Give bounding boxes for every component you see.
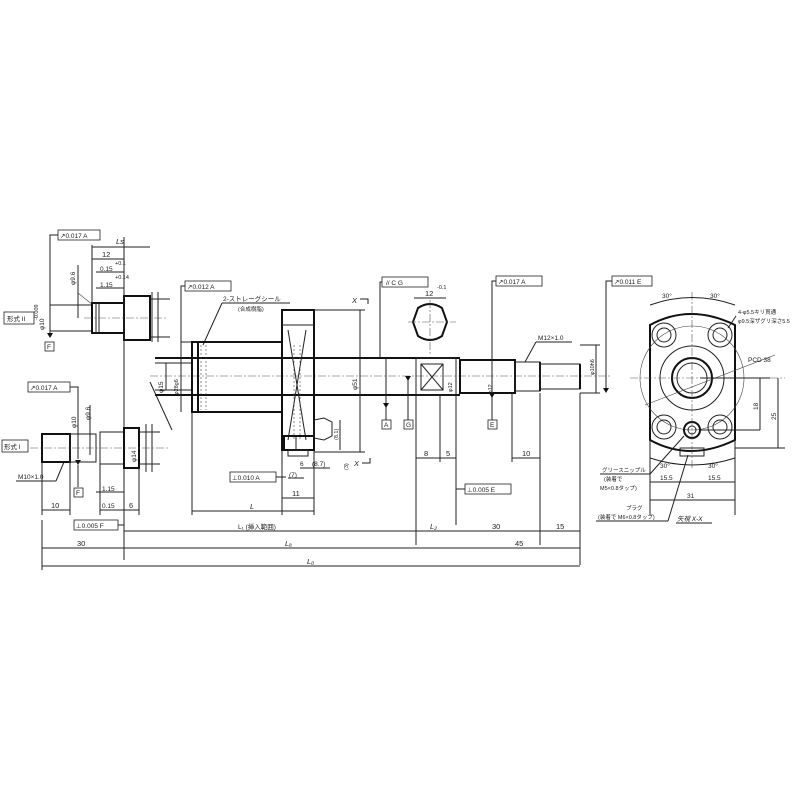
thread-callout-m10: M10×1.0: [18, 474, 44, 481]
holes-note-2: φ9.5深ザグリ深さ5.5: [738, 317, 790, 325]
grease-nipple-note-1: グリースニップル: [602, 466, 646, 474]
svg-text:φ12: φ12: [448, 382, 454, 392]
svg-text:30°: 30°: [660, 462, 670, 470]
svg-text:30: 30: [77, 539, 85, 548]
plug-note-2: (装着で M6×0.8タップ): [598, 513, 655, 521]
svg-text:12: 12: [102, 250, 110, 259]
type-i-shaft-end: 形式 I ↗0.017 A F φ10 φ9.6 φ14 M10×1.0 10: [1, 381, 168, 531]
datum-g: G: [406, 422, 411, 429]
svg-text:1.15: 1.15: [102, 486, 115, 493]
svg-text:(8.1): (8.1): [334, 429, 340, 440]
svg-text:L₂: L₂: [430, 522, 437, 531]
type-ii-shaft-end: 形式 II ↗0.017 A F φ10 -0.009 φ9.6 Ls 12: [3, 229, 170, 560]
svg-text:15.5: 15.5: [660, 475, 673, 482]
svg-text:6: 6: [129, 501, 133, 510]
svg-text:10: 10: [51, 501, 59, 510]
view-x-x-title: 矢視 X-X: [677, 515, 703, 523]
svg-text:30°: 30°: [710, 292, 720, 300]
svg-text:φ9.6: φ9.6: [85, 406, 92, 420]
svg-text:Ls: Ls: [116, 237, 124, 246]
grease-nipple-note-3: M5×0.8タップ): [600, 484, 637, 492]
seal-note-2: (合成樹脂): [238, 305, 264, 313]
svg-text:31: 31: [687, 493, 695, 500]
type-i-label: 形式 I: [4, 442, 21, 451]
datum-e-box: [487, 419, 498, 430]
pcd-label: PCD 38: [748, 357, 771, 364]
svg-text:φ10h6: φ10h6: [590, 359, 596, 375]
holes-note-1: 4-φ5.5キリ貫通: [738, 308, 777, 316]
journal-perp-text: ⊥0.005 E: [467, 487, 496, 494]
plug-note-1: プラグ: [626, 504, 643, 512]
svg-text:45: 45: [515, 539, 523, 548]
svg-text:8: 8: [424, 449, 428, 458]
overall-dimensions: L₁ (挿入範囲) L₂ 30 15 30 Lₐ 45 L₀: [41, 520, 580, 570]
svg-text:φ12: φ12: [488, 384, 494, 394]
svg-text:18: 18: [753, 402, 760, 410]
datum-g-box: [403, 419, 414, 430]
svg-text:5: 5: [446, 449, 450, 458]
svg-text:12: 12: [425, 289, 433, 298]
svg-text:φ51: φ51: [352, 378, 359, 390]
svg-text:L₁ (挿入範囲): L₁ (挿入範囲): [238, 522, 276, 531]
svg-text:(3): (3): [344, 463, 350, 470]
nut-runout-text: ↗0.012 A: [187, 284, 215, 291]
svg-text:30: 30: [492, 522, 500, 531]
flange-section-view: ↗0.011 E PCD 38 30° 30° 30° 30° 4-φ5.5キリ…: [596, 275, 790, 524]
type-ii-label: 形式 II: [7, 314, 26, 323]
svg-text:φ14: φ14: [131, 450, 138, 462]
svg-text:0.15: 0.15: [100, 266, 113, 273]
datum-f-i: F: [76, 490, 80, 497]
shaft-journal: // C G 12 -0.1 φ12 A G φ12 ↗0.017 A: [379, 275, 600, 565]
svg-text:φ10: φ10: [71, 416, 78, 428]
svg-text:11: 11: [292, 489, 300, 498]
datum-a: A: [384, 422, 389, 429]
grease-nipple-note-2: (装着で: [604, 475, 623, 483]
section-mark-bottom: X: [353, 459, 360, 468]
svg-text:φ9.6: φ9.6: [70, 271, 77, 285]
svg-text:(8.7): (8.7): [312, 461, 325, 468]
svg-text:25: 25: [771, 412, 778, 420]
svg-text:15: 15: [556, 522, 564, 531]
section-mark-top: X: [351, 296, 358, 305]
svg-text:+0.14: +0.14: [115, 275, 129, 281]
type-i-label-box: [1, 439, 29, 453]
svg-text:1.15: 1.15: [100, 282, 113, 289]
datum-e: E: [490, 422, 495, 429]
datum-f-box-ii: [44, 341, 55, 352]
flange-runout-text: ↗0.011 E: [614, 279, 642, 286]
svg-text:10: 10: [522, 449, 530, 458]
svg-text:0.15: 0.15: [102, 503, 115, 510]
type-ii-label-box: [3, 311, 35, 325]
svg-text:L₀: L₀: [307, 557, 314, 566]
svg-text:φ28g6: φ28g6: [174, 379, 180, 395]
nut-perp-text: ⊥0.010 A: [232, 475, 260, 482]
svg-text:6: 6: [300, 461, 304, 468]
svg-text:30°: 30°: [708, 462, 718, 470]
type-i-perp-text: ⊥0.005 F: [76, 523, 104, 530]
svg-text:-0.009: -0.009: [34, 304, 40, 320]
svg-text:15.5: 15.5: [708, 475, 721, 482]
svg-text:φ10: φ10: [39, 318, 46, 330]
ball-nut: ↗0.012 A 2-ストレーグシール (合成樹脂) φ15 φ28g6: [149, 280, 610, 515]
svg-text:30°: 30°: [662, 292, 672, 300]
datum-f-ii: F: [47, 344, 51, 351]
journal-runout-text: ↗0.017 A: [498, 279, 526, 286]
svg-text:Lₐ: Lₐ: [285, 539, 292, 548]
thread-callout-m12: M12×1.0: [538, 335, 564, 342]
svg-text:L: L: [250, 502, 254, 511]
flat-parallel-text: // C G: [386, 280, 403, 287]
svg-text:(7): (7): [289, 472, 297, 479]
datum-f-box-i: [73, 487, 84, 498]
type-i-runout-text: ↗0.017 A: [30, 385, 58, 392]
svg-text:+0.1: +0.1: [115, 261, 126, 267]
type-ii-runout-text: ↗0.017 A: [60, 233, 88, 240]
svg-text:-0.1: -0.1: [437, 285, 446, 291]
seal-note-1: 2-ストレーグシール: [223, 294, 281, 303]
svg-text:φ15: φ15: [158, 381, 165, 393]
datum-a-box: [381, 419, 392, 430]
